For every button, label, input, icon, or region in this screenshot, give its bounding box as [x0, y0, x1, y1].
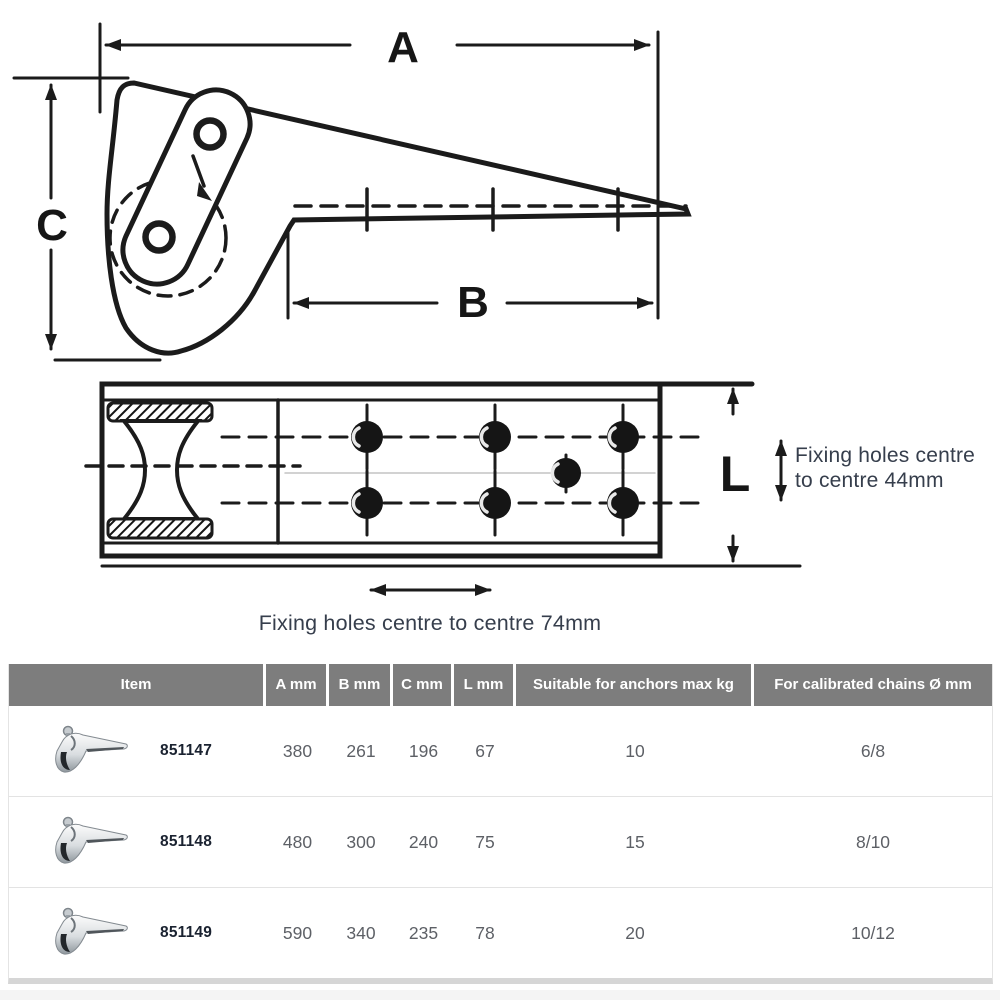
arm-hole-bottom: [142, 220, 176, 254]
product-thumbnail-image: [55, 816, 128, 864]
cell-b-mm: 300: [346, 831, 376, 852]
item-number: 851148: [160, 833, 213, 850]
item-number: 851149: [160, 924, 213, 941]
header-anchors-max-kg: Suitable for anchors max kg: [516, 664, 754, 706]
header-c-mm: C mm: [393, 664, 454, 706]
plan-view: [84, 381, 802, 596]
cell-chain-mm: 8/10: [855, 831, 891, 852]
cell-anchor-max-kg: 20: [625, 922, 645, 943]
item-cell: 851148: [9, 813, 266, 871]
note-44-line2: to centre 44mm: [795, 469, 944, 492]
cell-b-mm: 261: [346, 740, 376, 761]
roller: [106, 401, 214, 540]
cell-l-mm: 67: [475, 740, 495, 761]
hole: [351, 469, 383, 537]
cell-chain-mm: 6/8: [860, 740, 886, 761]
side-view-body: [104, 80, 692, 356]
cell-b-mm: 340: [346, 922, 376, 943]
header-calibrated-chains: For calibrated chains Ø mm: [774, 676, 972, 693]
cell-chain-mm: 10/12: [851, 922, 895, 943]
arm-arrowhead: [197, 182, 212, 201]
hole-offset: [550, 453, 581, 494]
note-fixing-holes-44: Fixing holes centre to centre 44mm: [795, 443, 975, 493]
cell-a-mm: 590: [282, 922, 313, 943]
fixing-holes: [351, 403, 639, 537]
side-view: [12, 22, 692, 362]
technical-drawing: A C B L: [12, 22, 802, 596]
page-bottom-strip: [0, 990, 1000, 1000]
dim-label-l: L: [720, 446, 751, 502]
item-cell: 851147: [9, 722, 266, 780]
arm-hole-top: [193, 117, 227, 151]
hole: [607, 469, 639, 537]
hole: [607, 403, 639, 471]
dim-label-b: B: [457, 278, 489, 327]
dim-label-c: C: [36, 201, 68, 250]
item-number: 851147: [160, 742, 213, 759]
cell-a-mm: 480: [282, 831, 313, 852]
hole: [479, 403, 511, 471]
product-thumbnail-image: [55, 725, 128, 773]
dim-label-a: A: [387, 23, 419, 72]
cell-c-mm: 196: [408, 740, 439, 761]
cell-anchor-max-kg: 10: [625, 740, 645, 761]
hole: [351, 403, 383, 471]
cell-l-mm: 78: [475, 922, 495, 943]
note-fixing-holes-74: Fixing holes centre to centre 74mm: [258, 611, 602, 635]
table-row: 851148 480 300 240 75 15 8/10: [9, 796, 992, 887]
spec-table: Item A mm B mm C mm L mm Suitable for an…: [8, 664, 993, 984]
hole: [479, 469, 511, 537]
header-a-mm: A mm: [266, 664, 329, 706]
header-b-mm: B mm: [329, 664, 393, 706]
header-item: Item: [9, 664, 266, 706]
cell-l-mm: 75: [475, 831, 495, 852]
dim-c: [12, 76, 162, 362]
dim-b: [286, 230, 654, 320]
cell-c-mm: 240: [408, 831, 439, 852]
table-row: 851149 590 340 235 78 20 10/12: [9, 887, 992, 978]
table-header-row: Item A mm B mm C mm L mm Suitable for an…: [9, 664, 992, 706]
cell-a-mm: 380: [282, 740, 313, 761]
dim-a: [98, 22, 660, 320]
header-l-mm: L mm: [454, 664, 516, 706]
product-thumbnail-image: [55, 907, 128, 955]
cell-c-mm: 235: [408, 922, 439, 943]
note-44-line1: Fixing holes centre: [795, 444, 976, 467]
table-row: 851147 380 261 196 67 10 6/8: [9, 706, 992, 796]
cell-anchor-max-kg: 15: [625, 831, 645, 852]
item-cell: 851149: [9, 904, 266, 962]
